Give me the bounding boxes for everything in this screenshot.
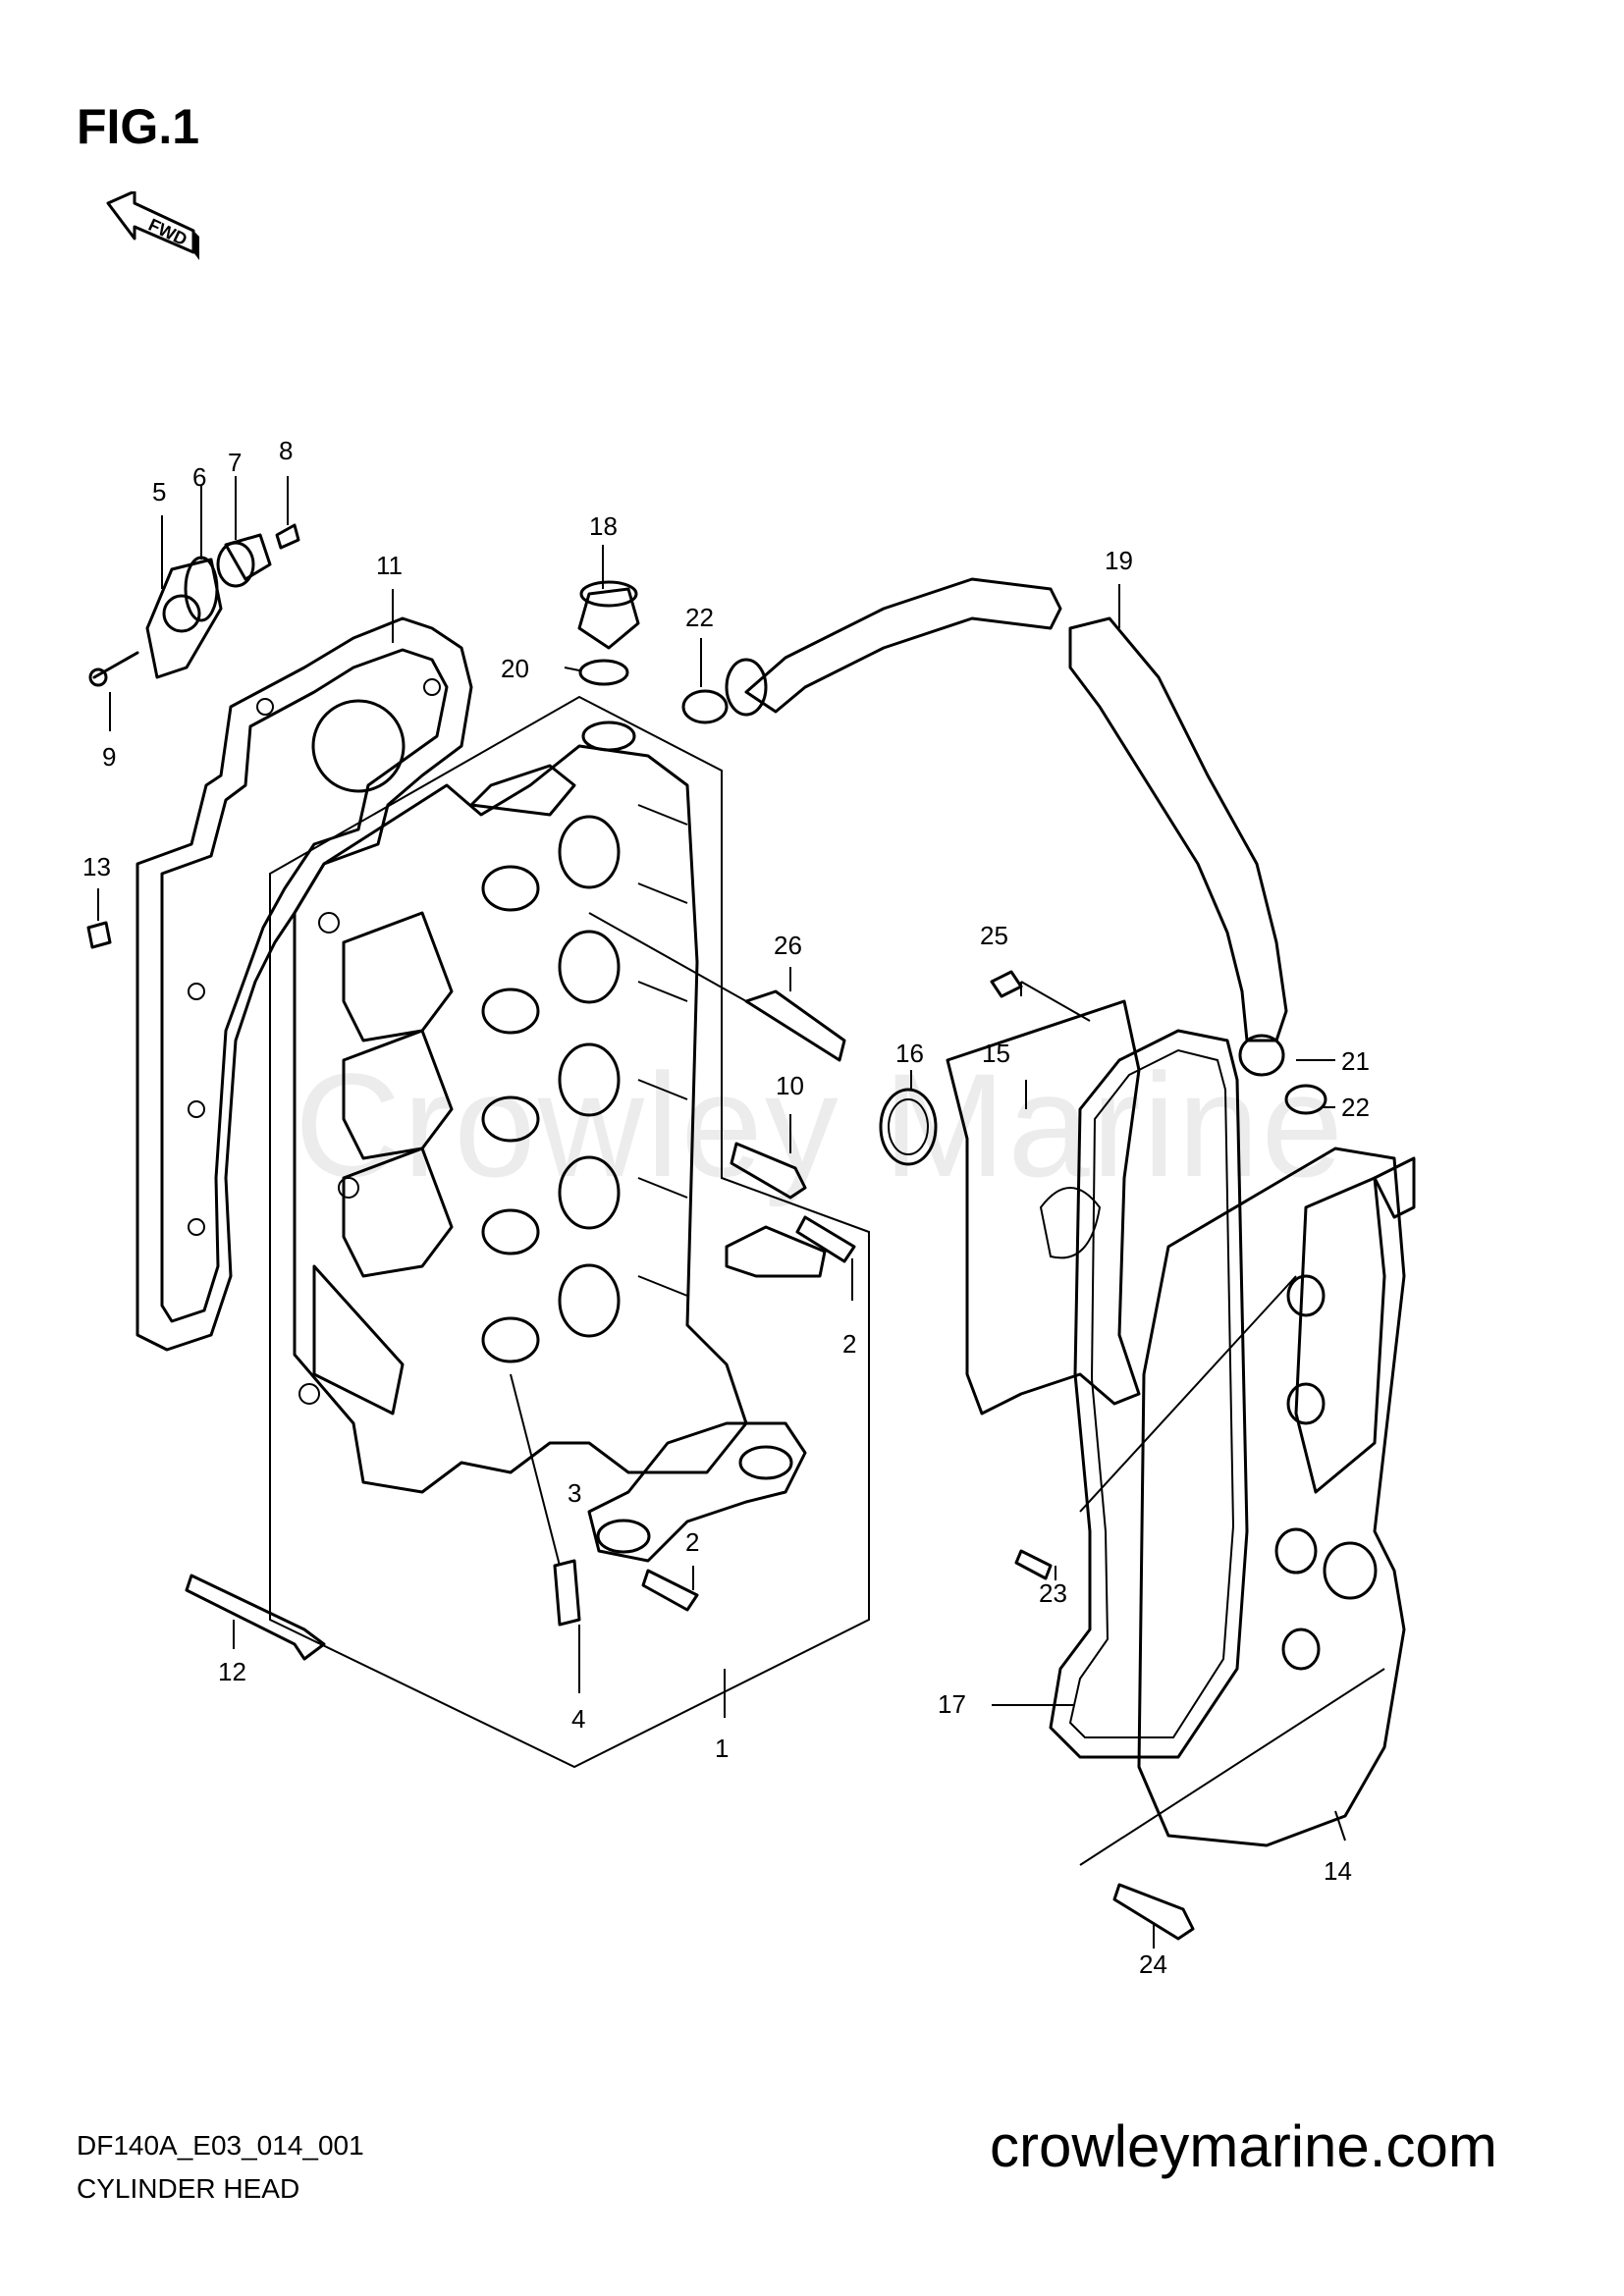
- callout-19: 19: [1105, 546, 1133, 575]
- leader-lines: [97, 476, 1346, 1949]
- part-cover-gasket: [1049, 1029, 1249, 1759]
- part-oil-filler-cap: [577, 580, 640, 686]
- part-thermostat-cover: [88, 523, 300, 687]
- site-url: crowleymarine.com: [990, 2113, 1497, 2179]
- callout-23: 23: [1039, 1578, 1067, 1608]
- part-cover-plate: [946, 981, 1141, 1415]
- callout-4: 4: [571, 1704, 585, 1734]
- part-cylinder-head-cover: [1079, 1147, 1416, 1866]
- callout-15: 15: [982, 1039, 1010, 1068]
- callout-20: 20: [501, 654, 529, 683]
- diagram-code: DF140A_E03_014_001: [77, 2130, 364, 2161]
- watermark: Crowley Marine: [295, 1042, 1345, 1207]
- callout-14: 14: [1324, 1856, 1352, 1886]
- diagram-title: CYLINDER HEAD: [77, 2173, 300, 2204]
- callout-9: 9: [102, 742, 116, 772]
- part-dowel-pin: [510, 1373, 581, 1627]
- callout-13: 13: [82, 852, 111, 881]
- fwd-arrow-icon: FWD: [106, 191, 199, 260]
- part-hose-clip: [681, 689, 1327, 1115]
- callout-17: 17: [938, 1689, 966, 1719]
- callout-22b: 22: [1341, 1093, 1370, 1122]
- callout-3: 3: [568, 1478, 581, 1508]
- part-locating-pin: [86, 921, 112, 949]
- callout-6: 6: [192, 462, 206, 492]
- part-breather-hose: [725, 577, 1288, 1077]
- callout-7: 7: [228, 448, 242, 477]
- callout-26: 26: [774, 931, 802, 960]
- part-head-gasket: [135, 616, 473, 1352]
- part-bolt: [185, 970, 1195, 1941]
- callout-25: 25: [980, 921, 1008, 950]
- part-cylinder-head: [269, 695, 870, 1769]
- callout-2b: 2: [685, 1527, 699, 1557]
- callout-18: 18: [589, 511, 618, 541]
- callout-2: 2: [842, 1329, 856, 1359]
- callout-labels: 1 2 2 3 4 5 6 7 8 9 10 11 12 13 14 15 16…: [82, 436, 1370, 1979]
- callout-22: 22: [685, 603, 714, 632]
- callout-8: 8: [279, 436, 293, 465]
- callout-5: 5: [152, 477, 166, 507]
- callout-11: 11: [376, 551, 403, 580]
- part-camshaft-holder: [587, 1225, 827, 1563]
- callout-21: 21: [1341, 1046, 1370, 1076]
- callout-1: 1: [715, 1734, 729, 1763]
- callout-16: 16: [895, 1039, 924, 1068]
- callout-24: 24: [1139, 1949, 1167, 1979]
- part-spark-plug: [588, 912, 846, 1062]
- callout-10: 10: [776, 1071, 804, 1100]
- figure-label: FIG.1: [77, 99, 200, 154]
- callout-12: 12: [218, 1657, 246, 1686]
- part-plug-seal: [879, 1088, 938, 1166]
